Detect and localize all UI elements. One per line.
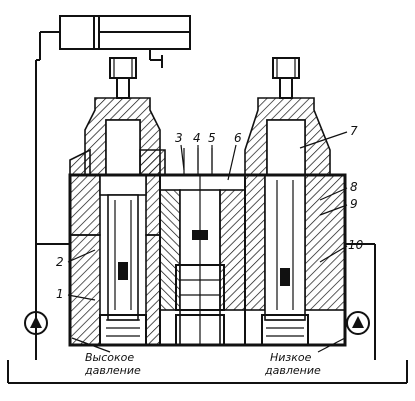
callout-9: 9 xyxy=(350,197,358,211)
callout-5: 5 xyxy=(208,131,216,145)
central-block xyxy=(159,148,246,346)
callout-3: 3 xyxy=(175,131,183,145)
callout-2: 2 xyxy=(56,255,64,269)
callout-1: 1 xyxy=(56,287,64,301)
callout-4: 4 xyxy=(193,131,201,145)
callout-7: 7 xyxy=(350,124,358,138)
high-pressure-caption-line2: давление xyxy=(84,364,141,377)
left-valve-tower xyxy=(69,57,166,346)
actuator-cylinder xyxy=(35,15,191,315)
callout-6: 6 xyxy=(234,131,242,145)
callout-leaders xyxy=(67,131,348,353)
high-pressure-caption-line1: Высокое xyxy=(85,351,134,364)
high-pressure-line xyxy=(24,243,70,360)
callout-10: 10 xyxy=(348,238,364,252)
low-pressure-caption-line1: Низкое xyxy=(270,351,312,364)
valve-body-outline xyxy=(68,173,347,347)
low-pressure-line xyxy=(345,243,376,360)
right-valve-tower xyxy=(244,57,346,346)
callout-8: 8 xyxy=(350,180,358,194)
low-pressure-caption-line2: давление xyxy=(264,364,321,377)
